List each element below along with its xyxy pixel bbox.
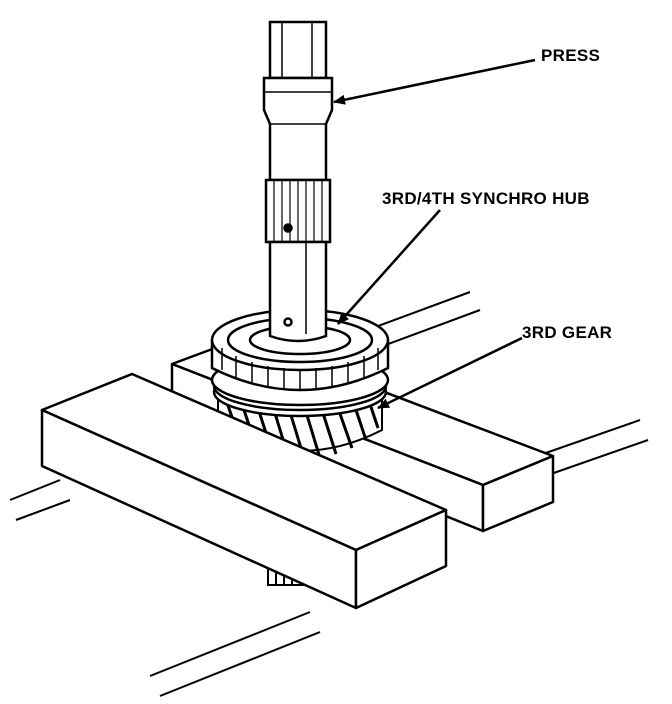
third-gear-leader — [377, 336, 523, 410]
press-tool — [262, 20, 334, 343]
synchro-hub-label: 3RD/4TH SYNCHRO HUB — [382, 189, 590, 208]
press-leader — [333, 58, 536, 105]
press-label: PRESS — [541, 46, 600, 65]
leader-arrows — [333, 58, 536, 410]
front-support-block — [40, 372, 448, 610]
third-gear-label: 3RD GEAR — [522, 323, 612, 342]
synchro-hub-leader — [337, 209, 441, 325]
